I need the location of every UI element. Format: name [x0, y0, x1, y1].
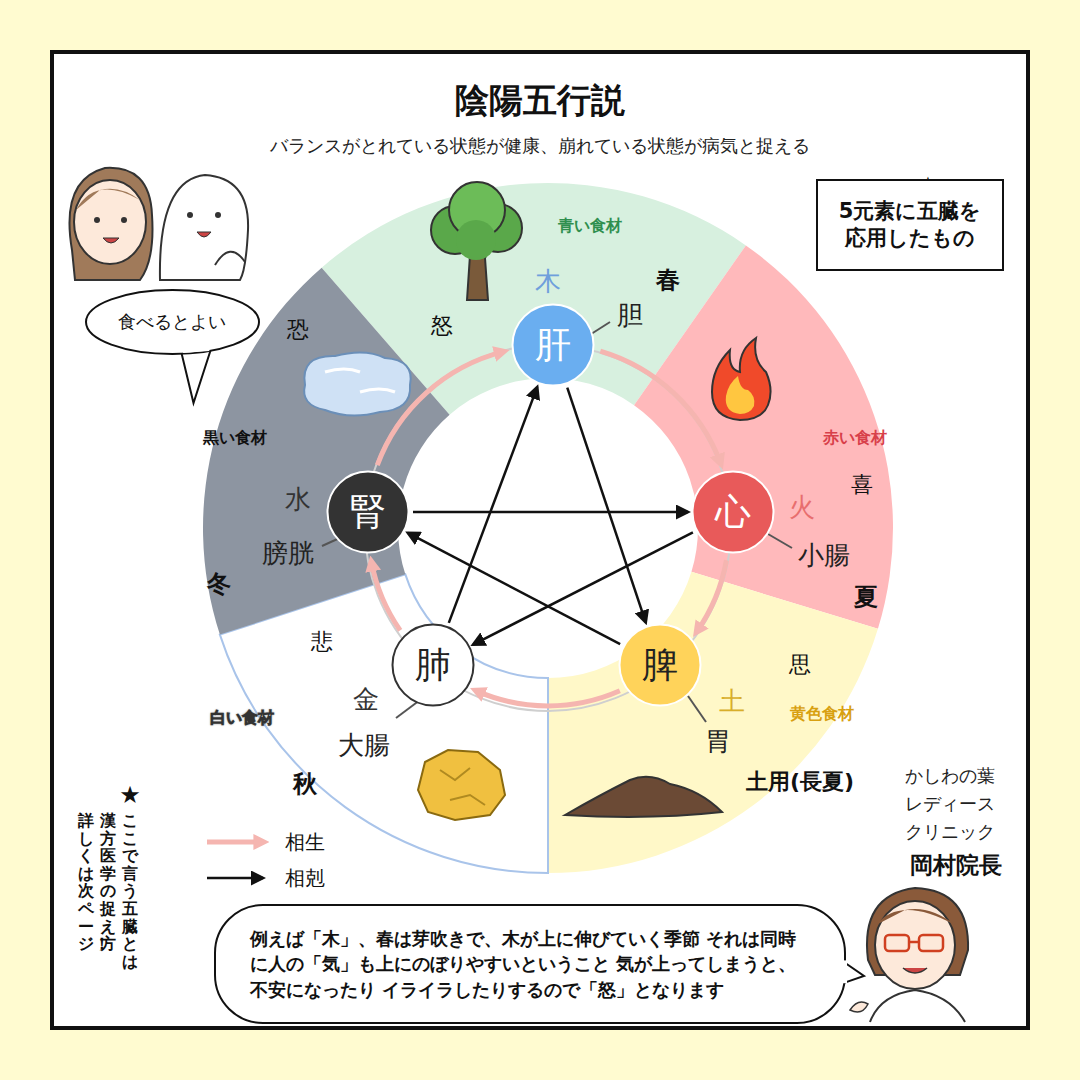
doctor-name: 岡村院長 [910, 852, 1002, 880]
node-outline [816, 179, 1004, 271]
emotion: 怒 [431, 313, 453, 339]
bubble-outline [86, 290, 259, 354]
organ-circle: 心 [691, 470, 775, 554]
element-sector [548, 572, 878, 873]
bubble-outline [215, 905, 845, 1023]
people-illustration [69, 168, 248, 280]
fu-organ: 膀胱 [262, 538, 314, 569]
node-text: 食べるとよい [118, 310, 226, 333]
bubble-tail [181, 349, 211, 403]
gold-illustration [418, 750, 505, 820]
season-name: 春 [656, 266, 680, 295]
node-text: 脾 [642, 642, 678, 689]
node-text: 例えば「木」、春は芽吹きで、木が上に伸びていく季節 それは同時に人の「気」も上に… [250, 926, 810, 1003]
organ-circle: 脾 [618, 623, 702, 707]
legend-text: 相生 [285, 830, 325, 854]
fu-organ: 胆 [617, 300, 643, 331]
season-name: 夏 [854, 583, 878, 612]
note-box: 5元素に五臓を応用したもの [816, 179, 1004, 271]
emotion: 恐 [287, 317, 309, 343]
node-text: 肺 [415, 642, 451, 689]
organ-circle: 肝 [511, 303, 595, 387]
season-name: 秋 [293, 770, 317, 799]
organ-circle-outline [513, 305, 594, 386]
box-outline [817, 180, 1003, 270]
season-name: 冬 [207, 570, 231, 599]
element-sector [634, 245, 893, 628]
legend-sample [205, 832, 275, 852]
generating-arrow [697, 560, 727, 632]
controlling-arrow [567, 388, 645, 623]
organ-circle: 肺 [391, 623, 475, 707]
clinic-name: かしわの葉 [905, 765, 995, 787]
bubble-tail-joint [843, 960, 847, 983]
emotion: 悲 [311, 629, 333, 655]
bubble-tail-joint [183, 349, 209, 351]
node-text: 5元素に五臓を応用したもの [835, 198, 985, 253]
emotion: 思 [789, 652, 811, 678]
element-name: 水 [285, 484, 311, 515]
food-color: 黒い食材 [203, 428, 267, 447]
fu-organ: 胃 [705, 726, 731, 757]
clinic-name: クリニック [905, 821, 995, 843]
vertical-note: 漢方医学の捉え方 [100, 812, 116, 953]
season-name: 土用(長夏) [746, 769, 854, 795]
generating-arrow [476, 691, 620, 706]
organ-circle-outline [693, 472, 774, 553]
food-color: 青い食材 [558, 216, 622, 235]
element-name: 金 [353, 684, 379, 715]
controlling-arrow [449, 387, 537, 623]
emotion: 喜 [851, 472, 873, 498]
tree-illustration [431, 182, 522, 300]
cycle-ring [365, 345, 731, 711]
vertical-note: 詳しくは次ページ！ [78, 812, 94, 953]
element-name: 木 [535, 266, 561, 297]
generating-arrow [371, 562, 400, 630]
speech-bubble: 食べるとよい [85, 289, 260, 355]
legend-arrow [207, 840, 263, 845]
fu-organ: 小腸 [798, 540, 850, 571]
soil-illustration [565, 777, 722, 817]
generating-arrow [600, 351, 720, 463]
fire-illustration [712, 338, 771, 420]
water-illustration [304, 352, 411, 415]
controlling-arrow [413, 511, 688, 514]
organ-circle: 腎 [326, 470, 410, 554]
doctor-illustration [850, 888, 968, 1022]
title: 陰陽五行説 [455, 80, 625, 121]
food-color: 赤い食材 [823, 428, 887, 447]
clinic-name: レディース [905, 793, 995, 815]
element-name: 土 [719, 686, 745, 717]
organ-circle-outline [328, 472, 409, 553]
food-color: 黄色食材 [790, 704, 854, 723]
legend-arrow [207, 877, 263, 880]
generating-arrow [377, 352, 503, 466]
element-name: 火 [789, 492, 815, 523]
vertical-note: ここで言う五臓とは [122, 812, 138, 970]
node-text: 腎 [350, 489, 386, 536]
star-mark: ★ [119, 781, 141, 810]
fu-organ: 大腸 [338, 730, 390, 761]
legend-text: 相剋 [285, 866, 325, 890]
organ-circle-outline [393, 625, 474, 706]
subtitle: バランスがとれている状態が健康、崩れている状態が病気と捉える [270, 135, 810, 157]
legend-sample [205, 868, 275, 888]
organ-circle-outline [620, 625, 701, 706]
food-color: 白い食材 [210, 708, 274, 727]
speech-bubble: 例えば「木」、春は芽吹きで、木が上に伸びていく季節 それは同時に人の「気」も上に… [214, 904, 846, 1024]
node-text: 心 [715, 489, 751, 536]
node-text: 肝 [535, 322, 571, 369]
